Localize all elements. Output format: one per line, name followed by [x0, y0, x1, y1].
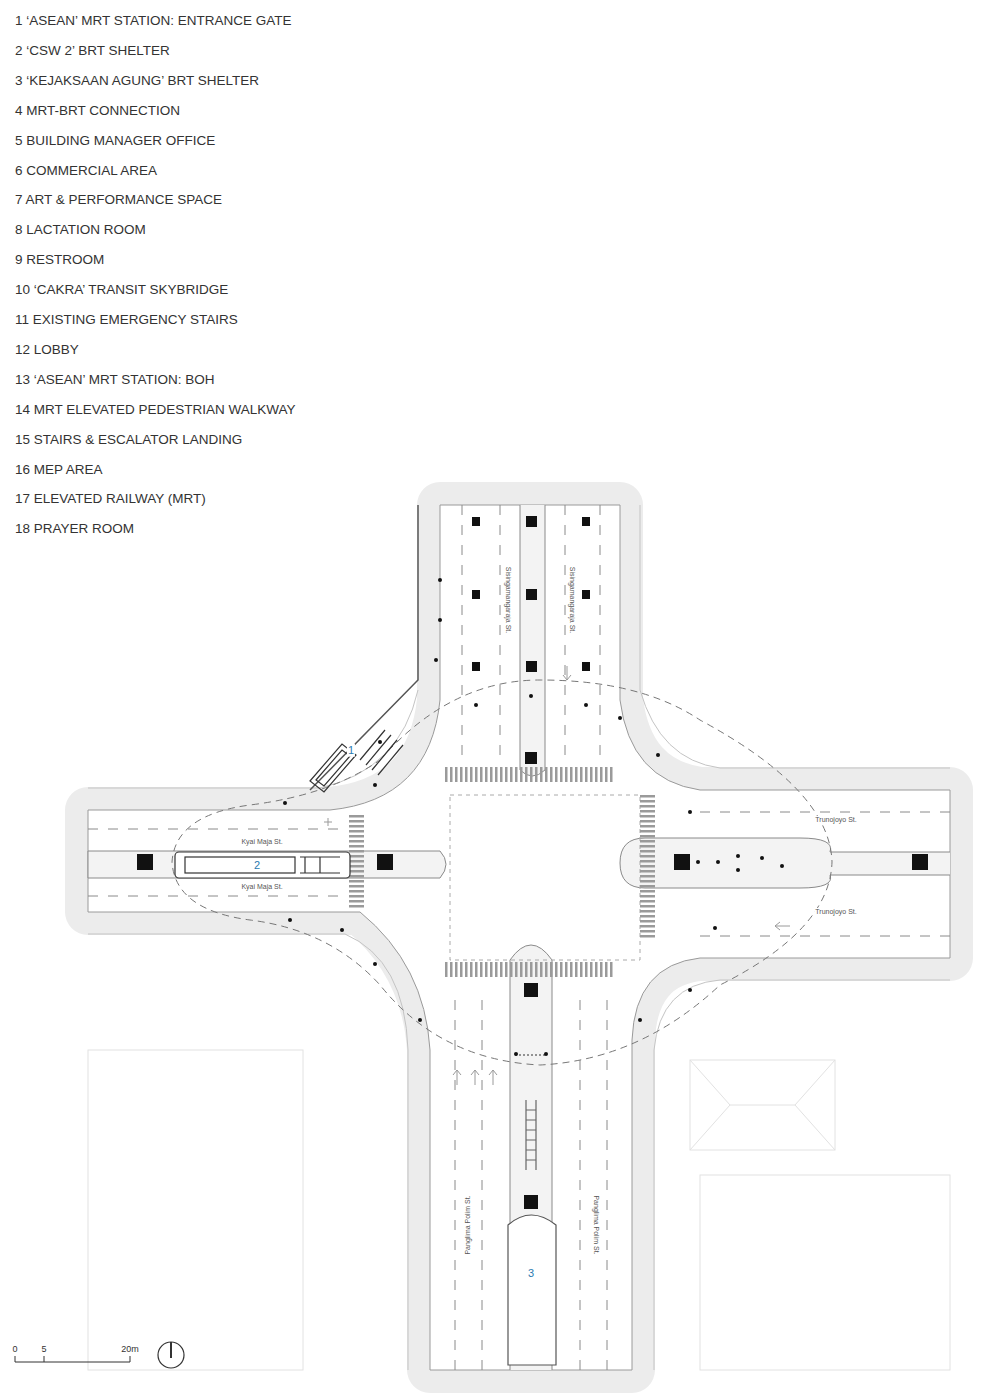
street-name: Trunojoyo St. [814, 908, 857, 916]
legend-item: 10 ‘CAKRA’ TRANSIT SKYBRIDGE [15, 282, 228, 298]
legend-item: 18 PRAYER ROOM [15, 521, 134, 537]
street-name: Panglima Polim St. [592, 1194, 600, 1255]
intersection-box [450, 795, 640, 960]
legend-item: 16 MEP AREA [15, 462, 103, 478]
skybridge-outline [172, 680, 832, 1065]
legend-item: 4 MRT-BRT CONNECTION [15, 103, 180, 119]
crosswalk [349, 767, 655, 977]
callout-number: 2 [253, 859, 261, 872]
legend-item: 9 RESTROOM [15, 252, 104, 268]
scale-label: 20m [121, 1344, 139, 1354]
legend-item: 6 COMMERCIAL AREA [15, 163, 157, 179]
site-boundary [310, 505, 418, 790]
street-name: Sisingamangaraja St. [568, 566, 576, 635]
legend-item: 15 STAIRS & ESCALATOR LANDING [15, 432, 242, 448]
street-name: Trunojoyo St. [814, 816, 857, 824]
scale-label: 5 [41, 1344, 46, 1354]
sidewalk [88, 505, 950, 1370]
street-name: Kyai Maja St. [240, 883, 283, 891]
callout-number: 1 [347, 744, 355, 757]
scale-label: 0 [12, 1344, 17, 1354]
road-surface [88, 505, 950, 1370]
station-entrance [310, 730, 403, 792]
north-arrow [158, 1342, 184, 1368]
legend-item: 3 ‘KEJAKSAAN AGUNG’ BRT SHELTER [15, 73, 259, 89]
legend-item: 14 MRT ELEVATED PEDESTRIAN WALKWAY [15, 402, 296, 418]
brt-shelter [508, 1055, 556, 1365]
street-name: Kyai Maja St. [240, 838, 283, 846]
legend-item: 5 BUILDING MANAGER OFFICE [15, 133, 215, 149]
legend-item: 1 ‘ASEAN’ MRT STATION: ENTRANCE GATE [15, 13, 292, 29]
street-name: Sisingamangaraja St. [504, 566, 512, 635]
legend-item: 12 LOBBY [15, 342, 79, 358]
brt-shelter [175, 852, 350, 878]
callout-number: 3 [527, 1267, 535, 1280]
legend-item: 11 EXISTING EMERGENCY STAIRS [15, 312, 238, 328]
bollard [283, 578, 784, 1056]
column [137, 516, 928, 1209]
scale-bar [15, 1356, 130, 1362]
lane-marking [88, 505, 950, 1370]
median [88, 505, 950, 1370]
legend-item: 8 LACTATION ROOM [15, 222, 146, 238]
street-name: Panglima Polim St. [464, 1194, 472, 1255]
legend-item: 17 ELEVATED RAILWAY (MRT) [15, 491, 206, 507]
curb-line [88, 505, 950, 1370]
legend-item: 7 ART & PERFORMANCE SPACE [15, 192, 222, 208]
legend-item: 13 ‘ASEAN’ MRT STATION: BOH [15, 372, 215, 388]
road-arrow [324, 666, 790, 1085]
legend-item: 2 ‘CSW 2’ BRT SHELTER [15, 43, 170, 59]
